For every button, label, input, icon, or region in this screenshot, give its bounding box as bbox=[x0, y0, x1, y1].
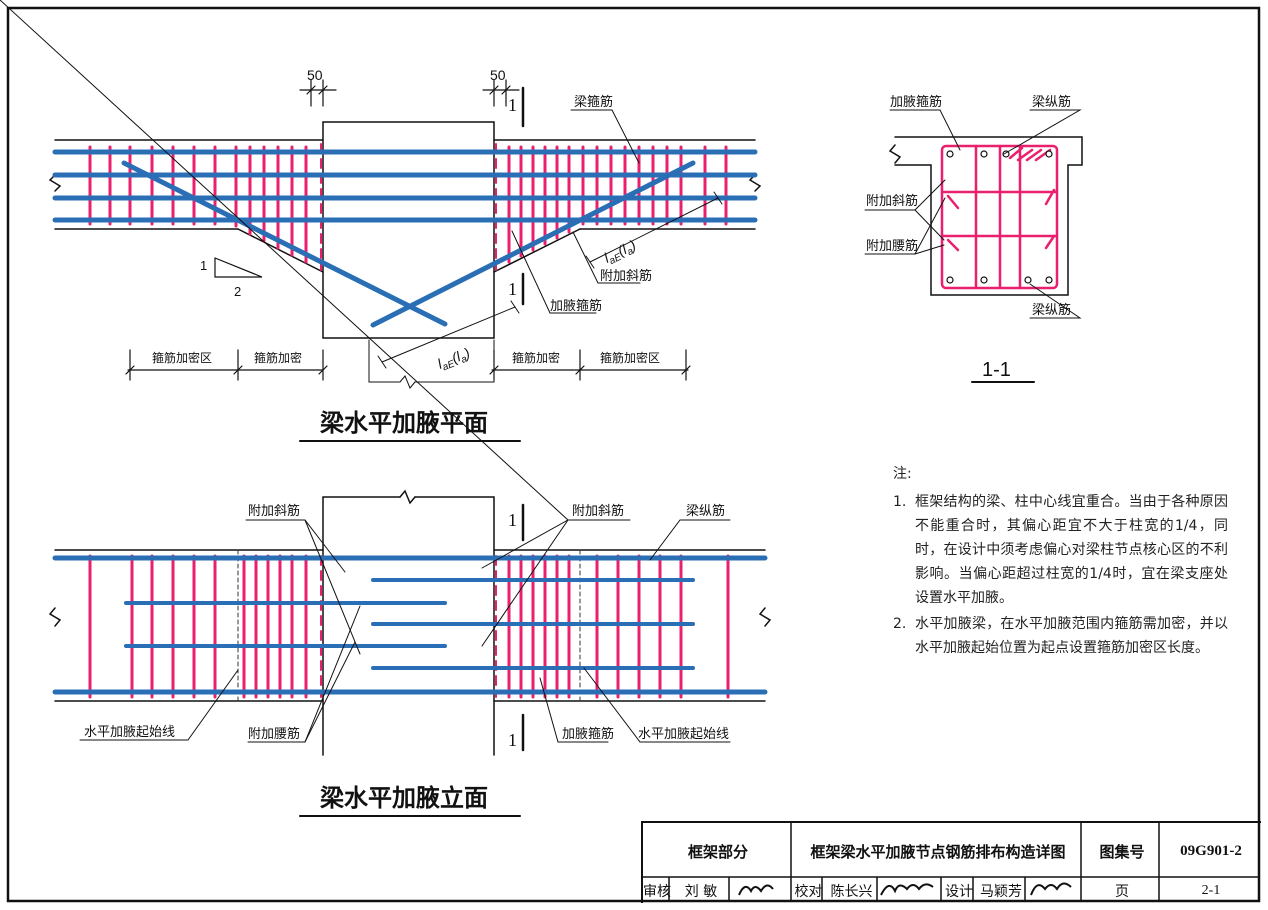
section-label-waist: 附加腰筋 bbox=[866, 238, 918, 254]
section-1-1: 加腋箍筋 梁纵筋 附加斜筋 附加腰筋 梁纵筋 1-1 bbox=[864, 94, 1083, 383]
plan-column bbox=[322, 121, 495, 339]
elev-label-long: 梁纵筋 bbox=[686, 503, 725, 519]
slope-triangle bbox=[214, 257, 263, 278]
plan-dim-50-right: 50 bbox=[490, 67, 506, 83]
section-bar-dot bbox=[1045, 150, 1053, 158]
note-item: 2. 水平加腋梁，在水平加腋范围内箍筋需加密，并以水平加腋起始位置为起点设置箍筋… bbox=[893, 612, 1228, 660]
plan-zone-dense-right: 箍筋加密区 bbox=[600, 350, 660, 365]
plan-zone-dense-left: 箍筋加密区 bbox=[152, 350, 212, 365]
elevation-view: 1 1 附加斜筋 附加斜筋 梁纵筋 水平加腋起始线 附加腰筋 加腋箍筋 水平加腋… bbox=[0, 0, 772, 817]
section-bar-dot bbox=[946, 150, 954, 158]
elev-outline bbox=[48, 489, 772, 756]
note-number: 1. bbox=[893, 494, 907, 510]
tb-atlas-no: 09G901-2 bbox=[1180, 842, 1242, 859]
section-hook bbox=[946, 194, 960, 210]
plan-slope-v: 1 bbox=[200, 258, 207, 273]
tb-atlas-label: 图集号 bbox=[1099, 842, 1145, 861]
section-bar-dot bbox=[980, 276, 988, 284]
title-block-grid bbox=[641, 821, 1259, 901]
elev-label-diag-left: 附加斜筋 bbox=[248, 503, 300, 519]
notes-block: 注: 1. 框架结构的梁、柱中心线宜重合。当由于各种原因不能重合时，其偏心距宜不… bbox=[893, 462, 1228, 660]
signature-mark bbox=[738, 884, 774, 896]
section-label-haunch-stirrup: 加腋箍筋 bbox=[890, 94, 942, 110]
plan-zone-dense-left2: 箍筋加密 bbox=[254, 350, 302, 365]
section-title: 1-1 bbox=[982, 359, 1011, 381]
section-hook bbox=[1016, 148, 1034, 162]
section-label-long-top: 梁纵筋 bbox=[1032, 94, 1071, 110]
tb-review-name: 刘 敏 bbox=[684, 884, 718, 900]
plan-label-haunch-stirrup: 加腋箍筋 bbox=[550, 298, 602, 314]
section-bar-dot bbox=[1045, 276, 1053, 284]
section-bar-dot bbox=[946, 276, 954, 284]
tb-design-name: 马颖芳 bbox=[980, 884, 1022, 900]
elev-title: 梁水平加腋立面 bbox=[319, 784, 488, 812]
section-hook bbox=[946, 238, 960, 252]
plan-view: 50 50 1 1 梁箍筋 附加斜筋 加腋箍筋 1 2 laE(la) laE(… bbox=[48, 67, 762, 442]
notes-heading: 注: bbox=[893, 466, 912, 482]
title-block: 框架部分 框架梁水平加腋节点钢筋排布构造详图 图集号 09G901-2 审核 刘… bbox=[641, 821, 1261, 903]
tb-review-label: 审核 bbox=[643, 884, 671, 900]
tb-check-label: 校对 bbox=[794, 884, 823, 900]
plan-anchor-label-right: laE(la) bbox=[601, 237, 639, 269]
tb-page-label: 页 bbox=[1115, 884, 1129, 900]
elev-label-diag-right: 附加斜筋 bbox=[572, 503, 624, 519]
sheet-border bbox=[6, 6, 1261, 903]
elev-section-mark-top: 1 bbox=[508, 510, 517, 530]
section-outline bbox=[888, 136, 1083, 296]
plan-diag-bar bbox=[370, 160, 696, 328]
elev-section-mark-bottom: 1 bbox=[508, 730, 517, 750]
section-label-long-bottom: 梁纵筋 bbox=[1032, 302, 1071, 318]
note-number: 2. bbox=[893, 616, 907, 632]
signature-mark bbox=[880, 883, 934, 896]
tb-drawing-title: 框架梁水平加腋节点钢筋排布构造详图 bbox=[810, 842, 1066, 861]
section-bar-dot bbox=[980, 150, 988, 158]
plan-zone-dense-right2: 箍筋加密 bbox=[512, 350, 560, 365]
elev-label-waist: 附加腰筋 bbox=[248, 726, 300, 742]
section-hook bbox=[1008, 146, 1024, 160]
plan-label-stirrup: 梁箍筋 bbox=[574, 94, 613, 110]
note-item: 1. 框架结构的梁、柱中心线宜重合。当由于各种原因不能重合时，其偏心距宜不大于柱… bbox=[893, 490, 1228, 610]
section-hook bbox=[1025, 148, 1043, 162]
section-label-diag: 附加斜筋 bbox=[866, 193, 918, 209]
section-hook bbox=[1044, 188, 1056, 206]
plan-section-mark-bottom: 1 bbox=[508, 279, 517, 299]
signature-mark bbox=[1030, 882, 1072, 896]
plan-beam-outline bbox=[48, 121, 762, 339]
tb-check-name: 陈长兴 bbox=[830, 884, 873, 900]
plan-section-mark-top: 1 bbox=[508, 95, 517, 115]
section-bar-dot bbox=[1024, 276, 1032, 284]
elev-label-haunch-stirrup: 加腋箍筋 bbox=[562, 726, 614, 742]
plan-dim-50-left: 50 bbox=[307, 67, 323, 83]
tb-section: 框架部分 bbox=[687, 842, 748, 861]
plan-slope-h: 2 bbox=[234, 284, 241, 299]
plan-title: 梁水平加腋平面 bbox=[319, 409, 488, 437]
note-text: 框架结构的梁、柱中心线宜重合。当由于各种原因不能重合时，其偏心距宜不大于柱宽的1… bbox=[915, 494, 1228, 606]
section-hook bbox=[1044, 234, 1056, 250]
elev-label-start-left: 水平加腋起始线 bbox=[84, 725, 175, 740]
note-text: 水平加腋梁，在水平加腋范围内箍筋需加密，并以水平加腋起始位置为起点设置箍筋加密区… bbox=[915, 616, 1228, 656]
tb-page-no: 2-1 bbox=[1201, 883, 1221, 898]
elev-label-start-right: 水平加腋起始线 bbox=[638, 727, 729, 742]
plan-label-diag: 附加斜筋 bbox=[600, 268, 652, 284]
tb-design-label: 设计 bbox=[945, 884, 973, 900]
plan-anchor-label-bottom: laE(la) bbox=[435, 344, 473, 374]
plan-diag-bar bbox=[121, 160, 448, 327]
